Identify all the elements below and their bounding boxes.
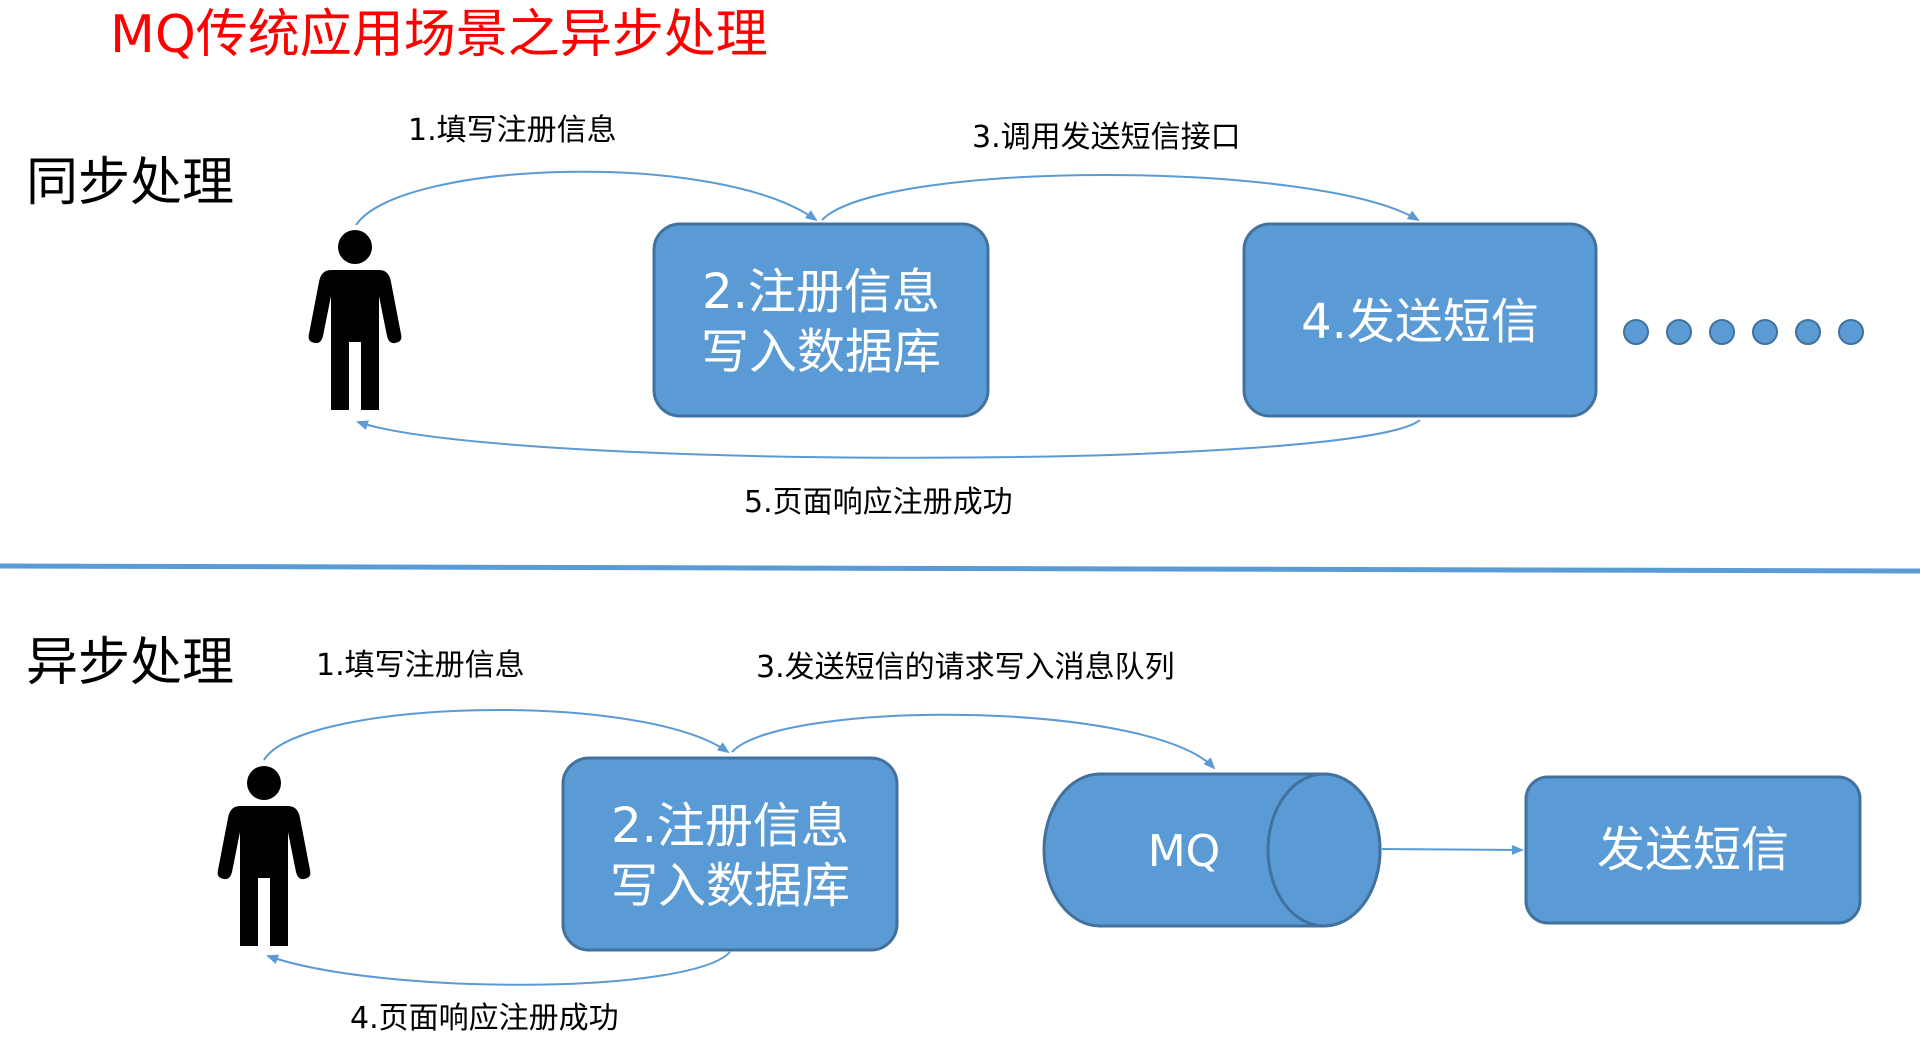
dot-marker	[1795, 319, 1821, 345]
async-send-sms-box: 发送短信	[1524, 775, 1862, 925]
user-icon	[217, 766, 311, 946]
async-register-db-box: 2.注册信息 写入数据库	[561, 756, 899, 952]
async-arrow-response	[266, 951, 731, 986]
mq-queue-cylinder: MQ	[1042, 772, 1382, 928]
async-box1-line1: 2.注册信息	[611, 798, 849, 854]
sync-step5-label: 5.页面响应注册成功	[744, 485, 1013, 520]
mq-label: MQ	[1148, 826, 1221, 877]
sync-arrow-fill-info	[355, 170, 818, 226]
dot-marker	[1709, 319, 1735, 345]
async-step3-label: 3.发送短信的请求写入消息队列	[756, 650, 1175, 685]
async-sms-label: 发送短信	[1597, 822, 1789, 878]
sync-box2-label: 4.发送短信	[1301, 294, 1539, 350]
dot-marker	[1752, 319, 1778, 345]
page-title: MQ传统应用场景之异步处理	[110, 5, 768, 65]
sync-send-sms-box: 4.发送短信	[1242, 222, 1598, 418]
sync-section-title: 同步处理	[26, 153, 234, 213]
sync-step3-label: 3.调用发送短信接口	[972, 120, 1241, 155]
sync-step1-label: 1.填写注册信息	[408, 113, 617, 148]
dot-marker	[1666, 319, 1692, 345]
sync-arrow-response	[356, 419, 1421, 459]
async-box1-line2: 写入数据库	[610, 858, 850, 914]
user-icon	[308, 230, 402, 410]
sync-register-db-box: 2.注册信息 写入数据库	[652, 222, 990, 418]
section-divider	[0, 563, 1920, 574]
async-step1-label: 1.填写注册信息	[316, 648, 525, 683]
dot-marker	[1623, 319, 1649, 345]
async-step4-label: 4.页面响应注册成功	[350, 1001, 619, 1036]
more-steps-dots	[1623, 319, 1864, 345]
async-arrow-mq-to-sms	[1381, 844, 1524, 855]
async-section-title: 异步处理	[26, 633, 234, 693]
async-arrow-to-mq	[731, 713, 1216, 770]
dot-marker	[1838, 319, 1864, 345]
sync-arrow-call-sms	[821, 174, 1420, 222]
sync-box1-line1: 2.注册信息	[702, 264, 940, 320]
sync-box1-line2: 写入数据库	[701, 324, 941, 380]
async-arrow-fill-info	[263, 709, 730, 761]
